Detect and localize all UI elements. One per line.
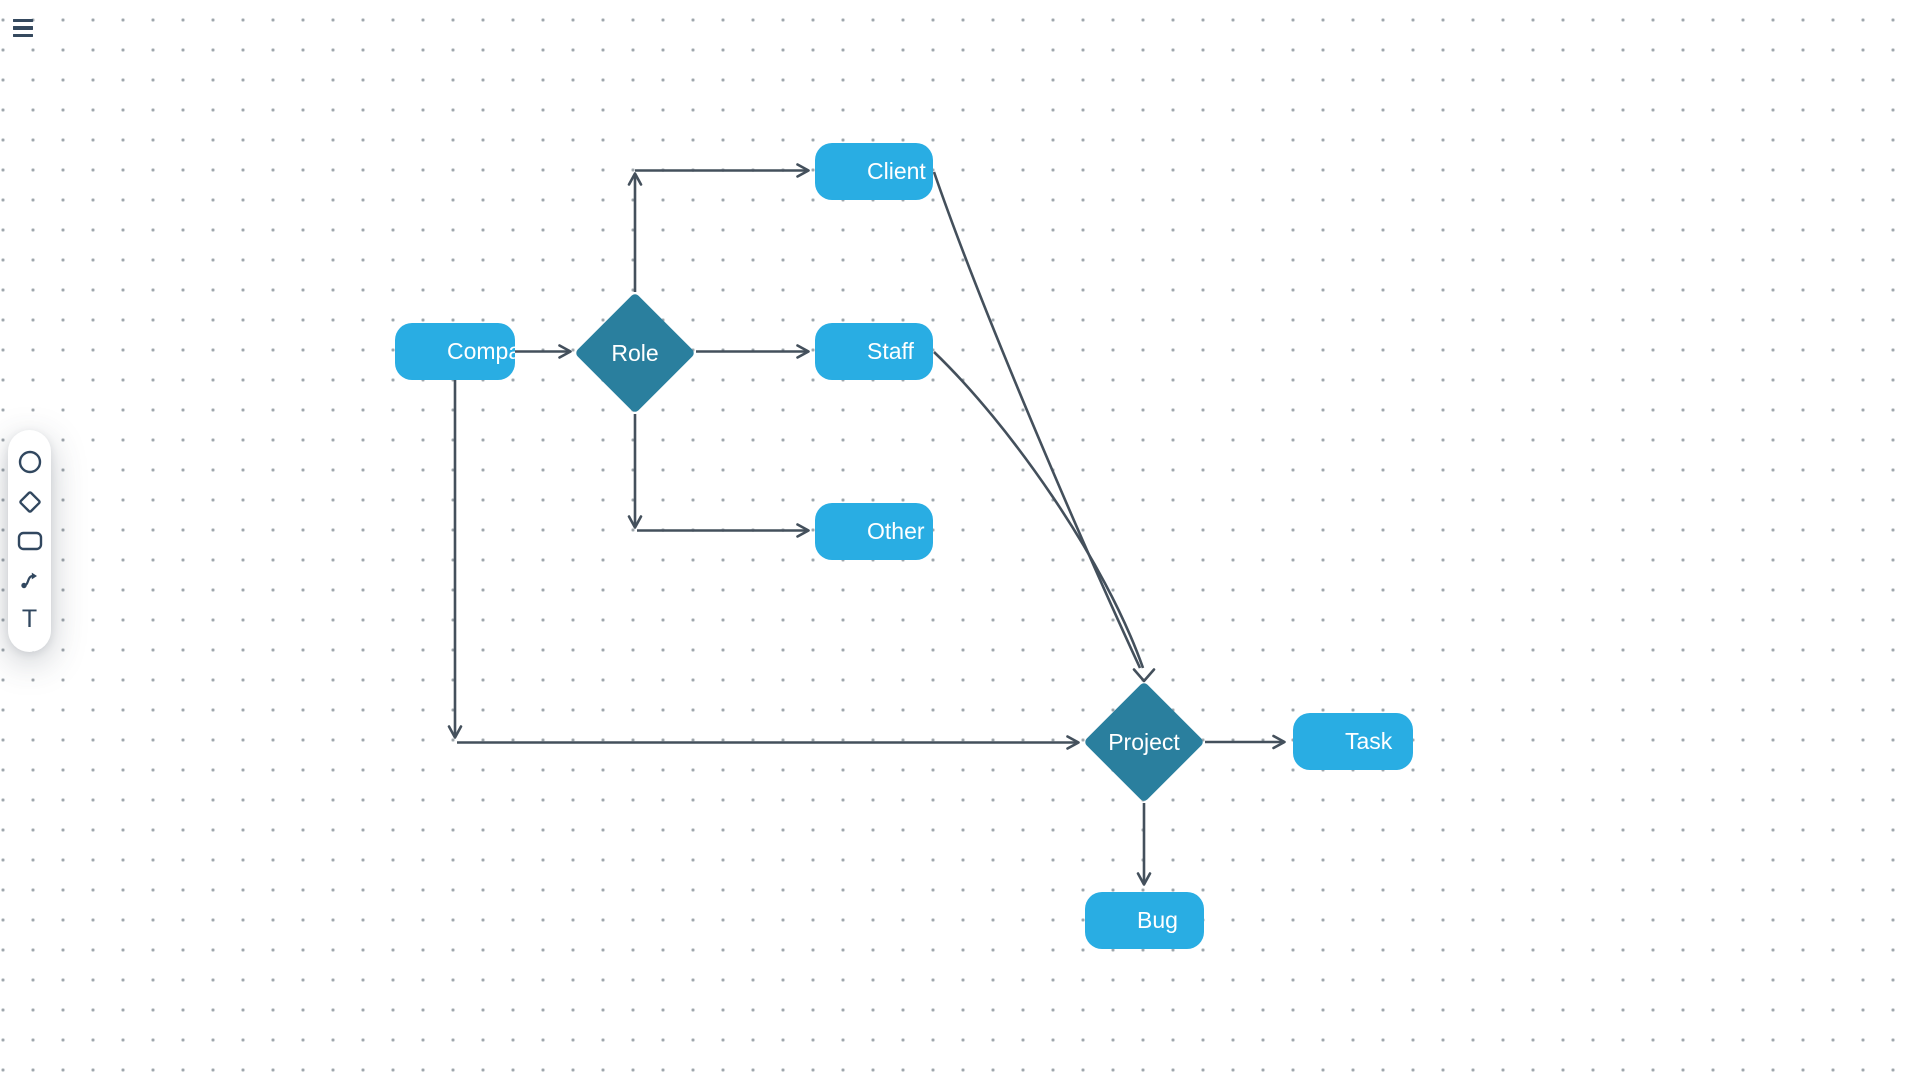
tool-rectangle-button[interactable] xyxy=(15,526,45,556)
node-client[interactable]: Client xyxy=(815,143,933,200)
node-client-label: Client xyxy=(867,158,926,184)
node-other-label: Other xyxy=(867,518,925,544)
diamond-icon xyxy=(18,490,41,513)
node-company[interactable]: Company xyxy=(395,323,515,380)
node-project[interactable]: Project xyxy=(1083,681,1205,803)
text-icon: T xyxy=(21,605,38,634)
tool-connector-button[interactable] xyxy=(15,565,45,595)
connector-arrow-icon xyxy=(20,572,37,589)
node-bug-label: Bug xyxy=(1137,907,1178,933)
edge-staff-project[interactable] xyxy=(933,351,1145,669)
shape-toolbar: T xyxy=(8,430,51,652)
tool-circle-button[interactable] xyxy=(15,447,45,477)
node-task-label: Task xyxy=(1345,728,1393,754)
circle-icon xyxy=(18,451,41,474)
node-role-label: Role xyxy=(611,339,659,366)
tool-diamond-button[interactable] xyxy=(15,487,45,517)
node-task[interactable]: Task xyxy=(1293,713,1413,770)
node-bug[interactable]: Bug xyxy=(1085,892,1204,949)
node-staff[interactable]: Staff xyxy=(815,323,933,380)
node-staff-label: Staff xyxy=(867,338,914,364)
menu-button[interactable] xyxy=(13,13,43,43)
node-company-label: Company xyxy=(447,338,515,364)
node-other[interactable]: Other xyxy=(815,503,933,560)
tool-text-button[interactable]: T xyxy=(15,605,45,635)
edge-project-arrowhead xyxy=(1132,668,1156,683)
edge-client-project[interactable] xyxy=(932,171,1142,669)
rectangle-icon xyxy=(17,531,42,551)
node-role[interactable]: Role xyxy=(574,292,696,414)
node-project-label: Project xyxy=(1108,728,1180,755)
